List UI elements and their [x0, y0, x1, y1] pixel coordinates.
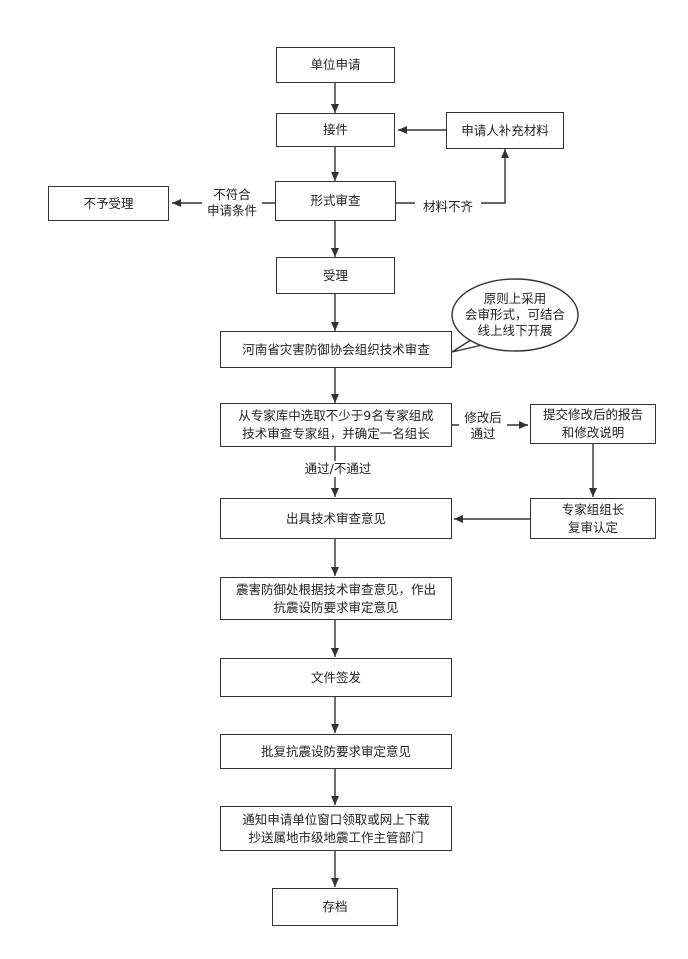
node-supplement: 申请人补充材料: [446, 112, 564, 149]
callout-bubble: [451, 278, 579, 353]
node-notify: 通知申请单位窗口领取或网上下载 抄送属地市级地震工作主管部门: [220, 806, 452, 851]
node-sign: 文件签发: [220, 658, 452, 697]
node-submit-revised: 提交修改后的报告 和修改说明: [530, 404, 656, 444]
node-receive: 接件: [276, 113, 395, 147]
label-incomplete: 材料不齐: [415, 199, 481, 215]
node-approve: 批复抗震设防要求审定意见: [220, 734, 452, 769]
node-accept: 受理: [276, 257, 395, 294]
callout-text: 原则上采用 会审形式，可结合 线上线下开展: [464, 291, 565, 338]
node-org-review: 河南省灾害防御协会组织技术审查: [220, 331, 452, 368]
node-form-group: 从专家库中选取不少于9名专家组成 技术审查专家组，并确定一名组长: [220, 403, 452, 447]
label-pass-fail: 通过/不通过: [296, 461, 380, 477]
node-archive: 存档: [272, 888, 398, 926]
node-leader-confirm: 专家组组长 复审认定: [530, 498, 656, 539]
node-issue-opinion: 出具技术审查意见: [220, 498, 452, 539]
label-revise-pass: 修改后 通过: [459, 410, 507, 442]
arrow-formal-to-supplement: [396, 149, 509, 204]
node-apply: 单位申请: [276, 47, 395, 83]
node-reject: 不予受理: [48, 186, 169, 221]
label-not-meet: 不符合 申请条件: [202, 187, 262, 219]
node-make-opinion: 震害防御处根据技术审查意见，作出 抗震设防要求审定意见: [220, 577, 452, 620]
node-formal-review: 形式审查: [275, 181, 396, 221]
